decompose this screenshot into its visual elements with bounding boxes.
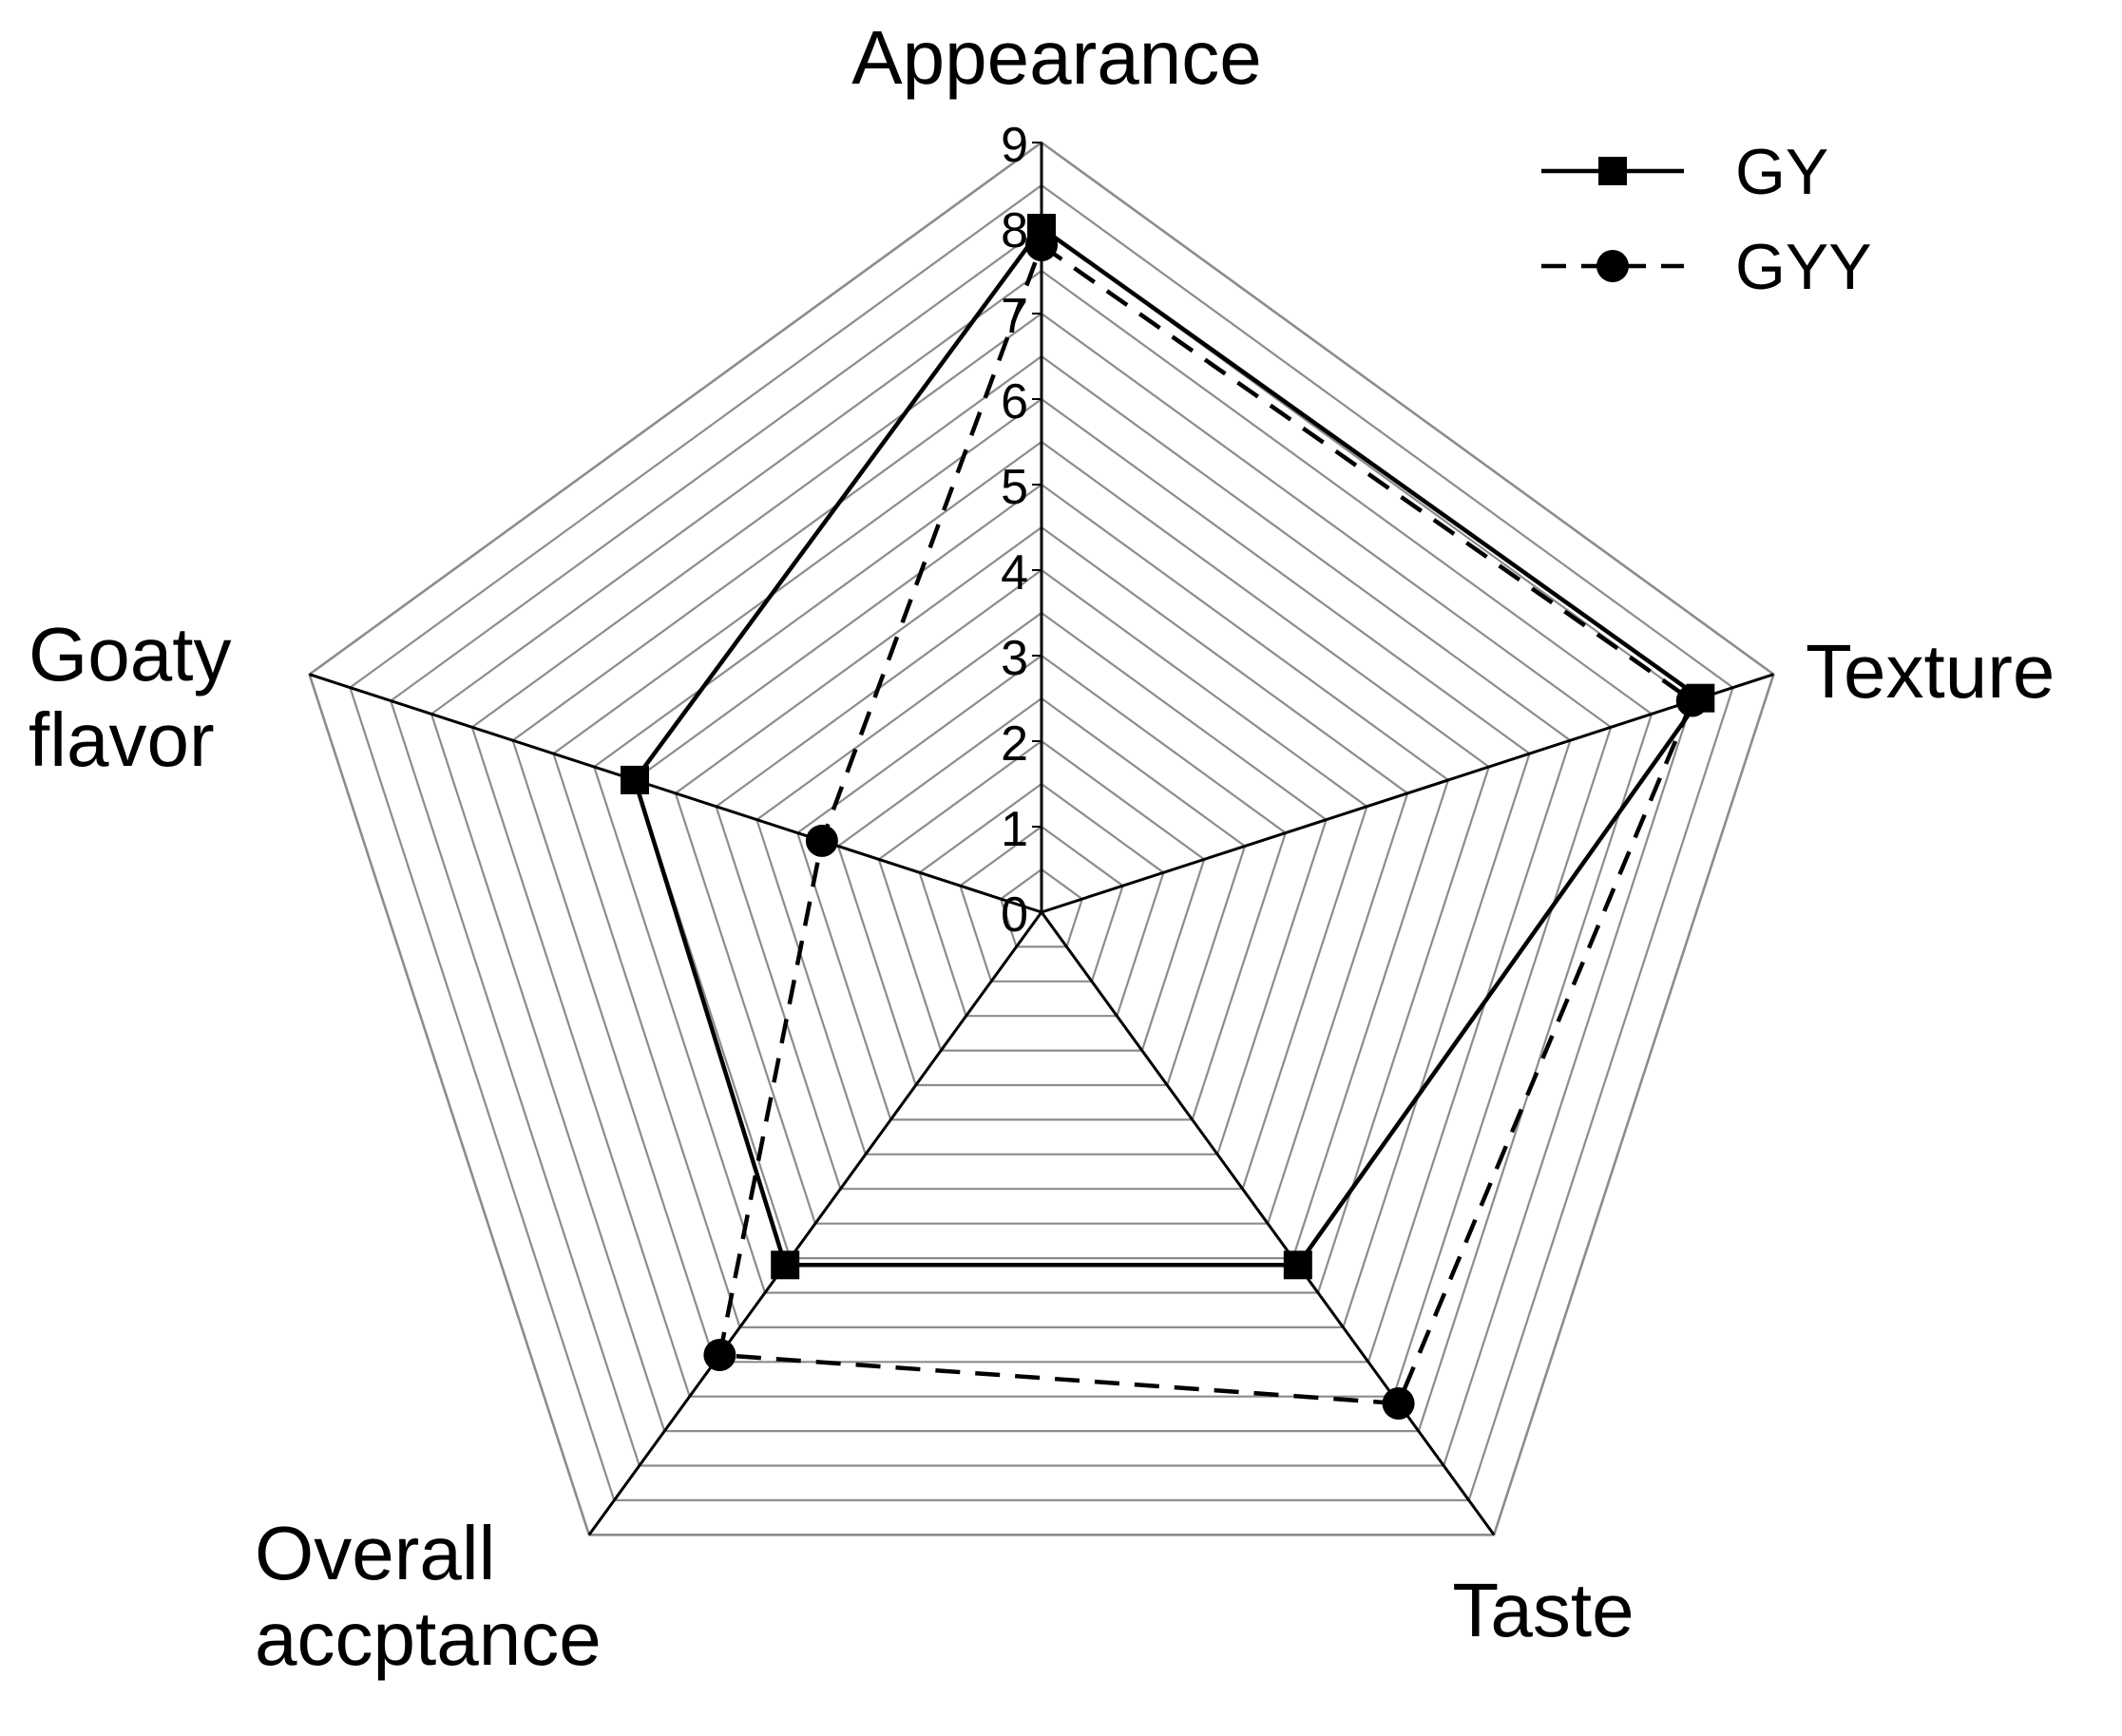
tick-label-5: 5 <box>1001 460 1028 515</box>
data-point-gyy-5 <box>805 824 838 857</box>
radar-grid <box>308 141 1775 1536</box>
legend-marker-gyy <box>1596 250 1629 282</box>
legend-marker-gy <box>1598 157 1627 185</box>
tick-label-1: 1 <box>1001 802 1028 857</box>
grid-ring-6 <box>552 397 1531 1329</box>
data-point-gy-3 <box>1283 1250 1312 1280</box>
legend-item-gy: GY <box>1541 136 1828 208</box>
grid-ring-3.5 <box>755 611 1328 1155</box>
grid-ring-5.5 <box>592 440 1491 1294</box>
radial-axis-5 <box>309 673 1042 914</box>
data-point-gyy-4 <box>703 1339 736 1371</box>
data-point-gy-5 <box>621 765 649 794</box>
tick-label-2: 2 <box>1001 716 1028 772</box>
grid-ring-8 <box>389 226 1694 1467</box>
radar-series <box>621 214 1715 1420</box>
series-gyy <box>703 229 1709 1420</box>
data-point-gyy-2 <box>1675 684 1709 717</box>
series-line-gyy <box>717 241 1695 1406</box>
grid-ring-0.5 <box>999 868 1084 948</box>
grid-ring-4 <box>715 568 1368 1191</box>
radial-axis-2 <box>1041 673 1774 914</box>
grid-ring-1.5 <box>918 782 1165 1018</box>
grid-ring-9 <box>308 141 1775 1536</box>
data-point-gyy-1 <box>1025 229 1058 261</box>
axis-label-5-line-2: flavor <box>29 697 215 782</box>
axis-label-3: Taste <box>1452 1568 1634 1652</box>
tick-label-3: 3 <box>1001 631 1028 686</box>
legend-label-gyy: GYY <box>1735 231 1872 303</box>
grid-ring-2 <box>877 739 1206 1052</box>
data-point-gyy-3 <box>1382 1387 1415 1420</box>
axis-label-2: Texture <box>1806 629 2055 714</box>
tick-label-4: 4 <box>1001 545 1028 601</box>
axis-label-5-line-1: Goaty <box>29 612 231 696</box>
axis-label-4-line-1: Overall <box>255 1511 495 1595</box>
grid-ring-4.5 <box>674 525 1409 1225</box>
legend-item-gyy: GYY <box>1541 231 1872 303</box>
tick-label-6: 6 <box>1001 374 1028 429</box>
data-point-gy-4 <box>771 1250 800 1280</box>
legend: GY GYY <box>1541 136 1872 303</box>
grid-ring-7 <box>470 312 1613 1398</box>
grid-ring-8.5 <box>349 183 1734 1502</box>
axis-label-4-line-2: accptance <box>255 1596 602 1681</box>
radial-axis-4 <box>587 911 1043 1536</box>
legend-label-gy: GY <box>1735 136 1828 208</box>
radial-axis-3 <box>1040 911 1496 1536</box>
axis-label-1: Appearance <box>851 15 1261 100</box>
grid-ring-6.5 <box>511 354 1572 1364</box>
grid-ring-7.5 <box>430 269 1654 1433</box>
tick-label-9: 9 <box>1001 118 1028 173</box>
grid-ring-2.5 <box>836 696 1247 1087</box>
tick-label-0: 0 <box>1001 887 1028 943</box>
grid-ring-5 <box>633 483 1450 1260</box>
grid-ring-1 <box>959 825 1124 982</box>
radar-axes <box>309 142 1774 1536</box>
series-line-gy <box>632 224 1704 1268</box>
grid-ring-3 <box>795 654 1288 1121</box>
